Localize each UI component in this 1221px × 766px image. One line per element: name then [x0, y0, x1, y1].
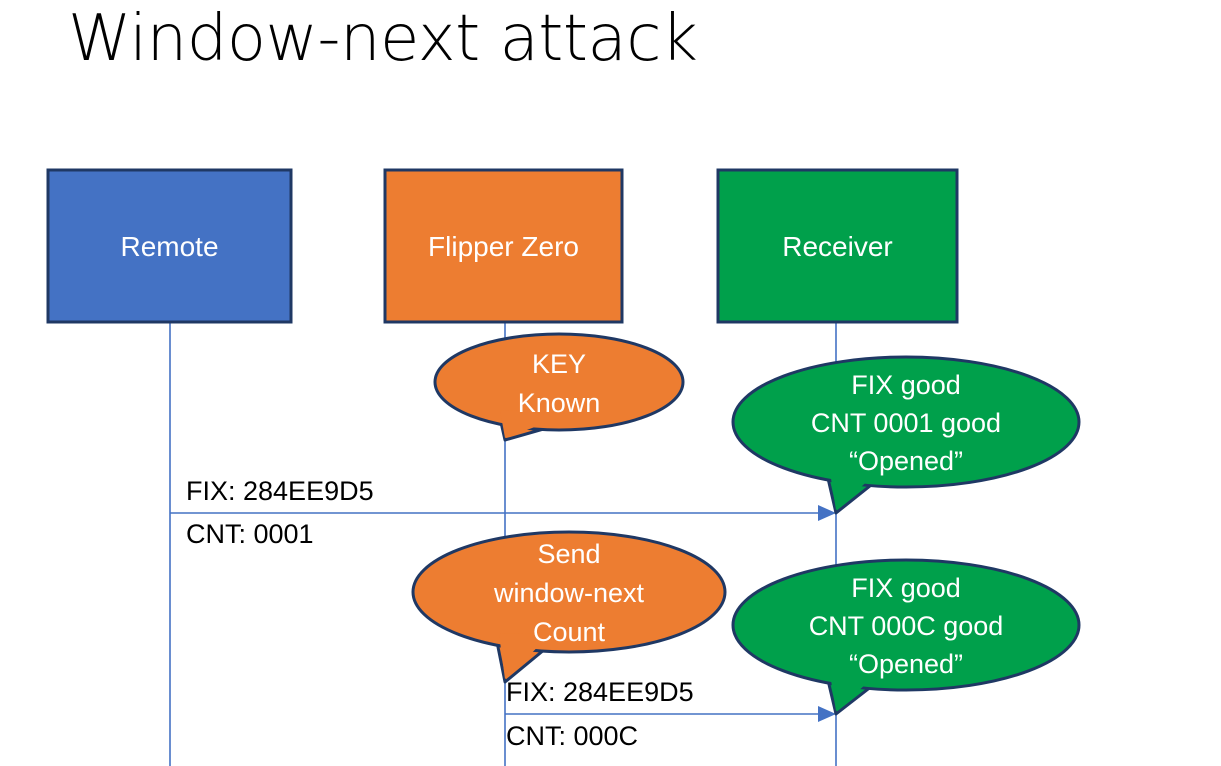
actor-label-flipper-zero: Flipper Zero [428, 231, 579, 262]
message-label-below-2: CNT: 000C [506, 721, 638, 751]
message-arrow-1 [170, 505, 836, 521]
callout-ellipse-key-known [433, 332, 685, 432]
callout-tail-fill-key-known [500, 410, 570, 438]
callout-tail-fill-fix-cnt-000c [829, 666, 886, 711]
callout-key-known[interactable]: KEY Known [433, 332, 685, 442]
message-label-below-1: CNT: 0001 [186, 519, 314, 549]
callout-line-send-window-next-0: Send [537, 539, 600, 569]
message-label-above-2: FIX: 284EE9D5 [506, 677, 694, 707]
page-title: Window-next attack [68, 2, 698, 76]
arrow-head-icon-1 [818, 505, 836, 521]
message-arrow-2 [505, 706, 836, 722]
callout-send-window-next-count[interactable]: Send window-next Count [411, 530, 727, 684]
messages-group [170, 505, 836, 722]
actor-rect-remote [46, 168, 293, 324]
callout-line-key-known-0: KEY [532, 349, 586, 379]
callout-ellipse-fix-cnt-0001 [731, 355, 1081, 489]
actor-box-remote[interactable]: Remote [46, 168, 293, 324]
callout-line-fix-cnt-0001-1: CNT 0001 good [811, 408, 1001, 438]
callout-ellipse-fix-cnt-000c [731, 558, 1081, 692]
actor-label-receiver: Receiver [782, 231, 892, 262]
callout-line-fix-cnt-000c-0: FIX good [851, 573, 961, 603]
callout-fix-cnt-000c[interactable]: FIX good CNT 000C good “Opened” [731, 558, 1081, 716]
actor-rect-flipper-zero [383, 168, 624, 324]
callout-line-key-known-1: Known [518, 388, 601, 418]
actor-label-remote: Remote [120, 231, 218, 262]
callout-fix-cnt-0001[interactable]: FIX good CNT 0001 good “Opened” [731, 355, 1081, 515]
actor-box-flipper-zero[interactable]: Flipper Zero [383, 168, 624, 324]
callout-line-fix-cnt-0001-2: “Opened” [849, 446, 963, 476]
callout-ellipse-send-window-next [411, 530, 727, 654]
callout-line-fix-cnt-000c-2: “Opened” [849, 649, 963, 679]
callout-line-fix-cnt-000c-1: CNT 000C good [809, 611, 1004, 641]
callout-tail-fill-fix-cnt-0001 [829, 464, 886, 510]
actor-box-receiver[interactable]: Receiver [716, 168, 959, 324]
arrow-head-icon-2 [818, 706, 836, 722]
callout-line-send-window-next-1: window-next [493, 578, 645, 608]
callout-tail-fill-send-window-next [499, 633, 552, 679]
callout-line-send-window-next-2: Count [533, 617, 606, 647]
callout-line-fix-cnt-0001-0: FIX good [851, 370, 961, 400]
message-label-above-1: FIX: 284EE9D5 [186, 476, 374, 506]
actor-rect-receiver [716, 168, 959, 324]
message-labels-group: FIX: 284EE9D5 CNT: 0001 FIX: 284EE9D5 CN… [186, 476, 694, 751]
